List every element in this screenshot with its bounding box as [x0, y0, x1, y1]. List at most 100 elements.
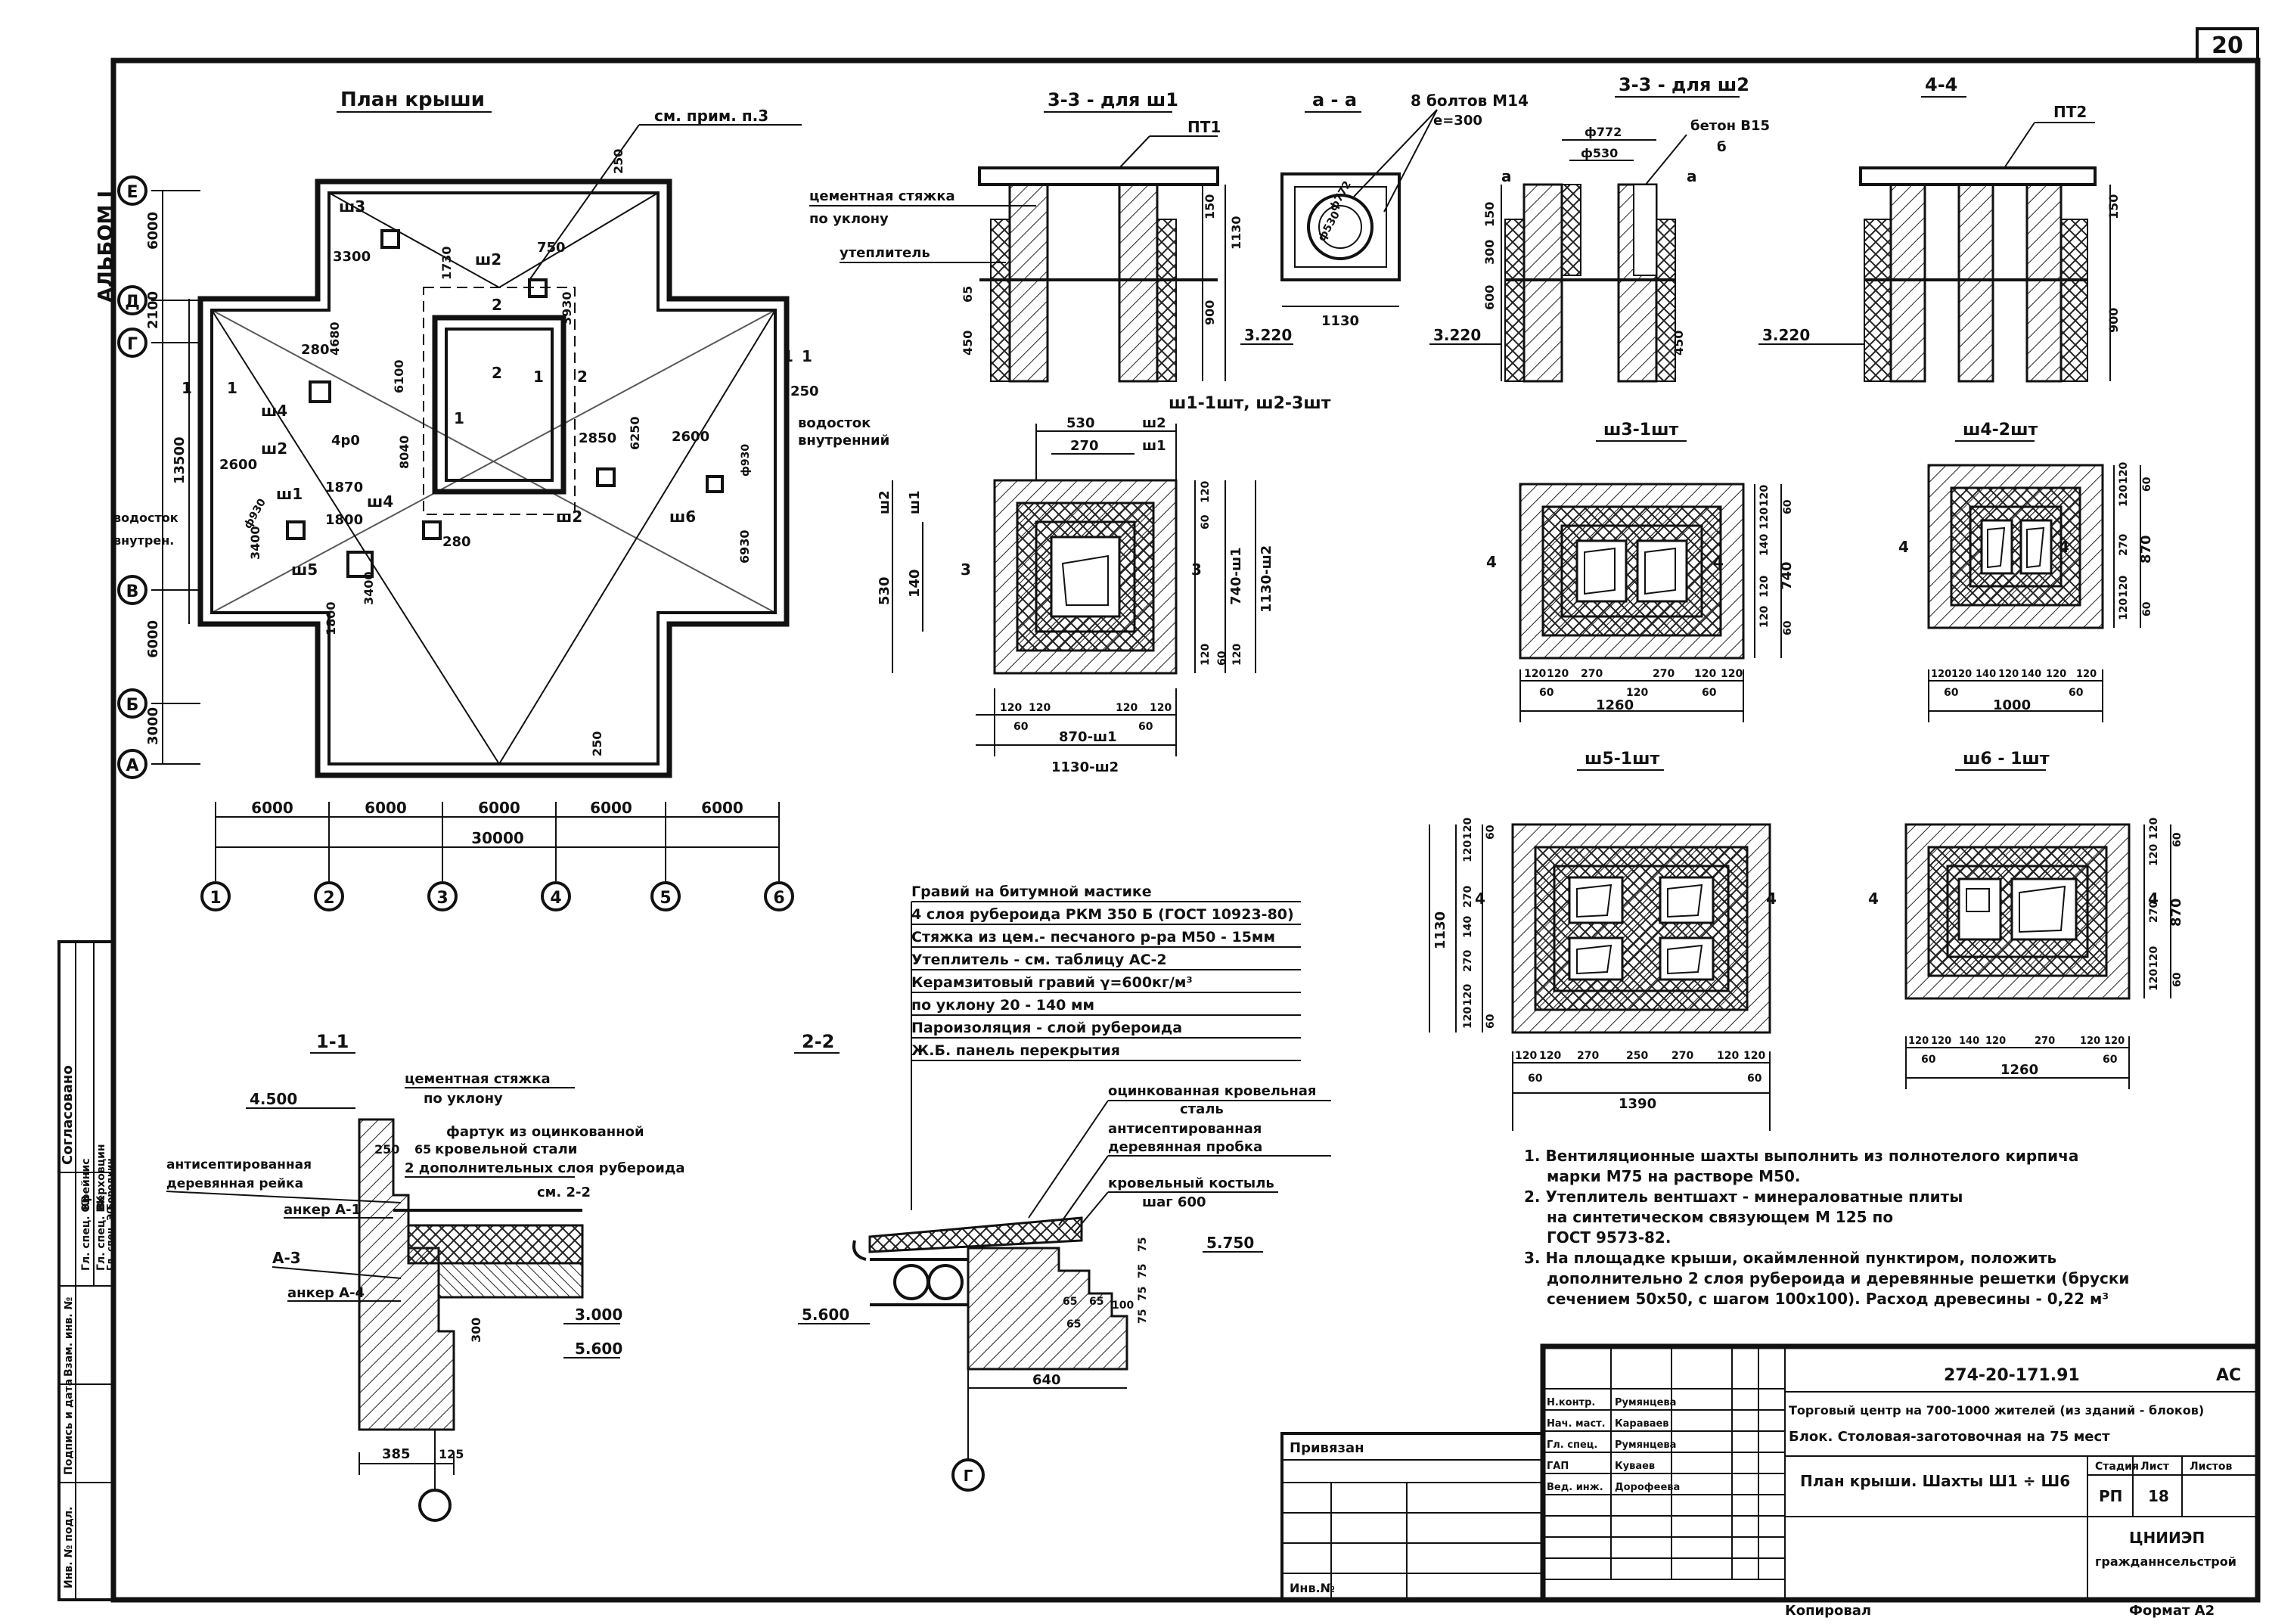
- svg-text:900: 900: [2106, 308, 2121, 333]
- svg-text:Н.контр.: Н.контр.: [1547, 1397, 1595, 1408]
- svg-text:120: 120: [1539, 1050, 1561, 1062]
- svg-text:75: 75: [1137, 1237, 1149, 1252]
- note-line: дополнительно 2 слоя рубероида и деревян…: [1547, 1269, 2129, 1287]
- sheet-number-box: [2196, 27, 2259, 62]
- roof-layer-2: Стяжка из цем.- песчаного р-ра М50 - 15м…: [911, 929, 1275, 946]
- svg-text:100: 100: [1112, 1300, 1134, 1312]
- svg-text:анкер А-4: анкер А-4: [287, 1285, 365, 1301]
- svg-text:250: 250: [590, 731, 604, 756]
- svg-text:120: 120: [1694, 668, 1716, 680]
- svg-text:18: 18: [2148, 1487, 2169, 1505]
- svg-text:1260: 1260: [2001, 1062, 2038, 1078]
- roof-layer-3: Утеплитель - см. таблицу АС-2: [911, 952, 1167, 968]
- svg-text:1: 1: [227, 379, 237, 397]
- svg-text:150: 150: [1482, 202, 1497, 227]
- svg-text:Согласовано: Согласовано: [60, 1065, 76, 1165]
- roof-layer-7: Ж.Б. панель перекрытия: [911, 1042, 1120, 1059]
- note-reference: см. прим. п.3: [654, 107, 768, 125]
- section-3-3-sh1: 3-3 - для ш1 ПТ1 цементная стяжка по укл…: [809, 89, 1293, 383]
- svg-text:120: 120: [1000, 702, 1022, 714]
- svg-text:1130: 1130: [1321, 313, 1359, 329]
- svg-text:Гл. спец. ЭО: Гл. спец. ЭО: [105, 1206, 116, 1271]
- svg-text:см. 2-2: см. 2-2: [537, 1185, 591, 1200]
- axes-numbers: 1 2 3 4 5 6: [200, 881, 794, 911]
- svg-text:Листов: Листов: [2190, 1461, 2232, 1473]
- svg-text:по уклону: по уклону: [809, 211, 889, 227]
- svg-text:4: 4: [1475, 890, 1485, 908]
- svg-text:3.220: 3.220: [1433, 326, 1481, 344]
- svg-text:1: 1: [783, 347, 793, 365]
- svg-text:4680: 4680: [327, 321, 342, 356]
- svg-text:Гл. спец. ВК: Гл. спец. ВК: [95, 1195, 107, 1271]
- album-label: АЛЬБОМ I: [95, 191, 117, 303]
- svg-text:ЦНИИЭП: ЦНИИЭП: [2129, 1529, 2205, 1547]
- svg-text:Нач. маст.: Нач. маст.: [1547, 1418, 1606, 1430]
- svg-text:65: 65: [1066, 1318, 1081, 1331]
- svg-text:450: 450: [1671, 331, 1686, 356]
- svg-text:640: 640: [1032, 1372, 1061, 1388]
- svg-text:ш2: ш2: [1142, 415, 1166, 431]
- section-2-2: 2-2 оцинкованная кровельная сталь антисе…: [794, 1031, 1331, 1492]
- svg-text:ш1: ш1: [907, 490, 923, 514]
- svg-text:270: 270: [1671, 1050, 1693, 1062]
- svg-text:140: 140: [1976, 669, 1996, 680]
- note-line: на синтетическом связующем М 125 по: [1547, 1208, 1893, 1226]
- svg-text:Г: Г: [964, 1467, 973, 1485]
- svg-text:1800: 1800: [324, 601, 338, 635]
- svg-text:530: 530: [1066, 415, 1095, 431]
- svg-text:140: 140: [1959, 1036, 1979, 1047]
- svg-text:120: 120: [2118, 576, 2130, 598]
- svg-text:280: 280: [301, 342, 330, 358]
- svg-text:740-ш1: 740-ш1: [1228, 547, 1244, 605]
- svg-text:900: 900: [1203, 300, 1217, 325]
- note-line: сечением 50х50, с шагом 100х100). Расход…: [1547, 1290, 2109, 1308]
- svg-text:2100: 2100: [145, 291, 161, 329]
- svg-text:125: 125: [439, 1447, 464, 1461]
- svg-text:АС: АС: [2216, 1366, 2241, 1385]
- svg-text:300: 300: [469, 1318, 483, 1343]
- svg-text:120: 120: [1985, 1036, 2006, 1047]
- svg-text:Гл. спец.: Гл. спец.: [1547, 1439, 1597, 1451]
- svg-text:Формат А2: Формат А2: [2129, 1603, 2215, 1619]
- svg-text:ш2: ш2: [475, 250, 501, 269]
- roof-plan-title: План крыши: [340, 88, 485, 111]
- roof-layer-1: 4 слоя рубероида РКМ 350 Б (ГОСТ 10923-8…: [911, 906, 1294, 923]
- svg-text:140: 140: [2021, 669, 2041, 680]
- svg-text:Д: Д: [125, 293, 140, 312]
- title-block-sheet-title: План крыши. Шахты Ш1 ÷ Ш6: [1800, 1472, 2070, 1490]
- svg-text:270: 270: [2148, 901, 2160, 923]
- svg-text:6000: 6000: [701, 799, 743, 817]
- svg-text:водосток: водосток: [113, 511, 178, 525]
- svg-text:120: 120: [2104, 1036, 2125, 1047]
- svg-text:270: 270: [2118, 534, 2130, 556]
- svg-text:ш4: ш4: [367, 492, 393, 511]
- svg-text:60: 60: [1944, 687, 1959, 699]
- svg-text:120: 120: [1758, 485, 1771, 507]
- svg-text:385: 385: [382, 1446, 411, 1462]
- svg-text:120: 120: [1515, 1050, 1537, 1062]
- roof-outline: [197, 179, 790, 778]
- svg-text:ш3: ш3: [339, 197, 365, 216]
- svg-text:1: 1: [533, 368, 544, 386]
- svg-text:утеплитель: утеплитель: [840, 245, 930, 261]
- svg-text:1800: 1800: [325, 512, 363, 528]
- svg-text:1130: 1130: [1229, 216, 1243, 250]
- svg-text:1870: 1870: [325, 480, 363, 495]
- svg-text:Копировал: Копировал: [1785, 1603, 1871, 1619]
- svg-text:6250: 6250: [628, 416, 642, 450]
- svg-text:2600: 2600: [219, 457, 257, 473]
- roof-layer-6: Пароизоляция - слой рубероида: [911, 1020, 1182, 1036]
- svg-text:4-4: 4-4: [1925, 74, 1957, 95]
- svg-text:870: 870: [2168, 898, 2184, 927]
- svg-text:гражданнсельстрой: гражданнсельстрой: [2095, 1554, 2236, 1569]
- svg-text:а: а: [1687, 167, 1697, 185]
- svg-text:60: 60: [1216, 651, 1228, 666]
- svg-text:РП: РП: [2099, 1487, 2122, 1505]
- shaft-sh4-plan: ш4-2шт 120 120 270 120 120 60 870 60 120…: [1898, 421, 2154, 722]
- svg-text:3400: 3400: [362, 571, 376, 605]
- svg-text:б: б: [1717, 139, 1727, 155]
- svg-text:120: 120: [2118, 598, 2130, 620]
- svg-text:1130: 1130: [1432, 911, 1448, 949]
- svg-text:120: 120: [1116, 702, 1138, 714]
- svg-text:120: 120: [1998, 669, 2019, 680]
